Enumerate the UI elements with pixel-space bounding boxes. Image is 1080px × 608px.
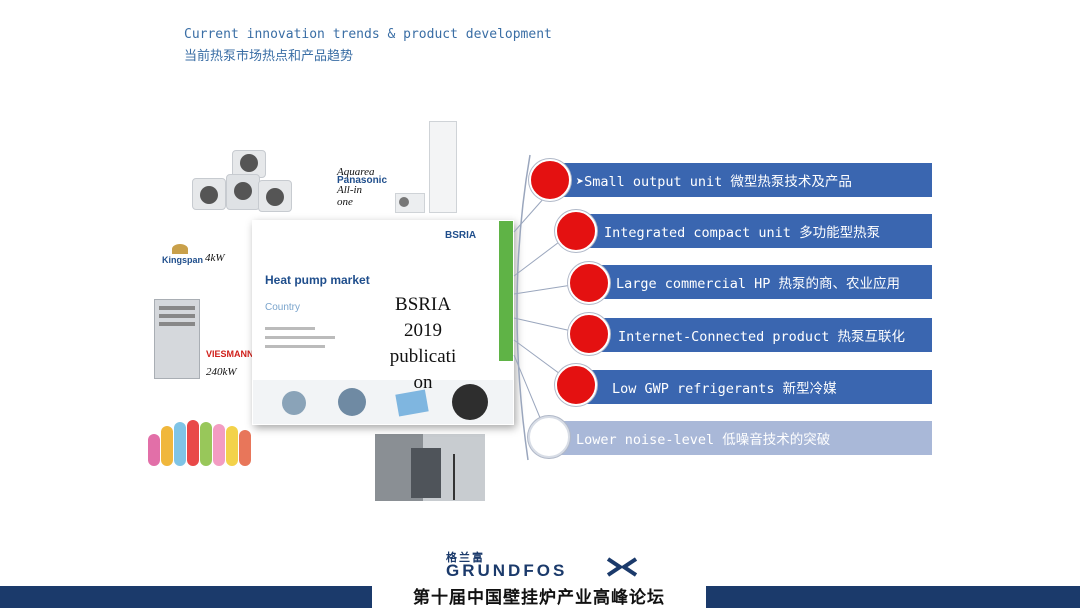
trend-label: Internet-Connected product 热泵互联化 (618, 329, 905, 345)
report-photo-4 (452, 384, 488, 420)
trend-bar-large-commercial: Large commercial HP 热泵的商、农业应用 (592, 265, 932, 299)
trend-label: Large commercial HP 热泵的商、农业应用 (616, 276, 901, 292)
aquarea-label: Aquarea (337, 166, 375, 178)
report-title: Heat pump market (265, 273, 370, 287)
overlay-line-3: publicati (389, 346, 457, 367)
report-meta-lines (265, 327, 355, 348)
trend-label: Integrated compact unit 多功能型热泵 (604, 225, 881, 241)
trend-bar-integrated-compact: Integrated compact unit 多功能型热泵 (580, 214, 932, 248)
slide-title-en: Current innovation trends & product deve… (184, 27, 552, 42)
panasonic-label: Panasonic (337, 175, 388, 186)
trend-label: ➤Small output unit 微型热泵技术及产品 (576, 174, 852, 190)
grundfos-x-icon (606, 557, 638, 577)
trend-label: Lower noise-level 低噪音技术的突破 (576, 432, 831, 448)
one-label: one (337, 196, 353, 208)
trend-bullet-1 (529, 159, 571, 201)
grundfos-logo-cn: 格兰富 (446, 551, 485, 564)
grundfos-logo-en: GRUNDFOS (446, 561, 568, 580)
bsria-logo: BSRIA (445, 230, 477, 241)
overlay-line-4: on (413, 372, 433, 393)
report-photo-1 (282, 391, 306, 415)
trend-bullet-2 (555, 210, 597, 252)
trend-bullet-6 (528, 416, 570, 458)
report-subtitle: Country (265, 302, 301, 313)
kingspan-text: Kingspan (162, 255, 204, 265)
overlay-line-2: 2019 (404, 320, 442, 341)
report-photo-2 (338, 388, 366, 416)
trend-bullet-5 (555, 364, 597, 406)
trend-bar-low-gwp: Low GWP refrigerants 新型冷媒 (580, 370, 932, 404)
trend-bullet-4 (568, 313, 610, 355)
all-in-one-unit-image (395, 121, 465, 216)
overlay-line-1: BSRIA (395, 294, 451, 315)
trend-bar-small-output: ➤Small output unit 微型热泵技术及产品 (560, 163, 932, 197)
boiler-unit-image (154, 299, 200, 379)
refrigerant-cylinders-image (148, 418, 256, 470)
report-green-strip (499, 221, 513, 361)
trend-bar-internet-connected: Internet-Connected product 热泵互联化 (592, 318, 932, 352)
noise-test-image (375, 434, 485, 501)
trend-label: Low GWP refrigerants 新型冷媒 (612, 381, 837, 397)
4kw-label: 4kW (205, 252, 225, 264)
slide-title-cn: 当前热泵市场热点和产品趋势 (184, 49, 354, 64)
trend-bar-lower-noise: Lower noise-level 低噪音技术的突破 (560, 421, 932, 455)
kingspan-logo: Kingspan (162, 244, 204, 272)
all-in-label: All-in (337, 184, 363, 196)
footer-event-title: 第十届中国壁挂炉产业高峰论坛 (372, 583, 706, 608)
viessmann-logo: VIESMANN (206, 349, 254, 359)
trend-bullet-3 (568, 262, 610, 304)
outdoor-units-image (192, 150, 292, 216)
bsria-publication-overlay: BSRIA 2019 publicati on (368, 292, 478, 396)
240kw-label: 240kW (206, 366, 237, 378)
